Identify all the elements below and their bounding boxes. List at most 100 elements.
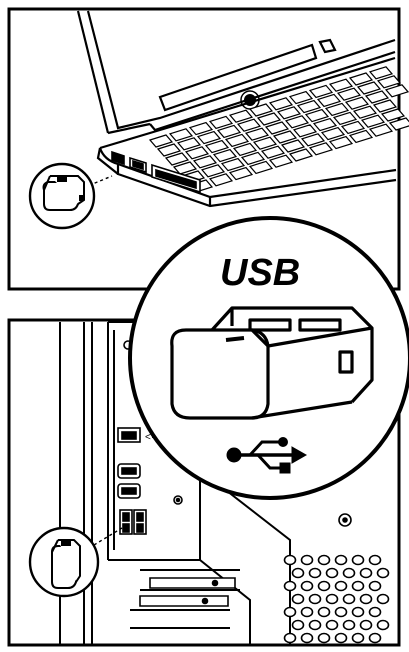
laptop-lid xyxy=(76,10,396,135)
keyboard-key xyxy=(340,120,366,135)
keyboard-key xyxy=(164,152,190,166)
keyboard-key xyxy=(148,134,174,148)
keyboard-key xyxy=(316,93,342,108)
keyboard-key xyxy=(256,112,282,126)
trackpoint-icon xyxy=(244,94,256,106)
keyboard-key xyxy=(268,154,294,168)
keyboard-key xyxy=(312,117,338,132)
keyboard-key xyxy=(332,111,358,126)
keyboard-key xyxy=(228,166,254,181)
keyboard-key xyxy=(280,139,306,153)
keyboard-key xyxy=(300,133,326,147)
keyboard-key xyxy=(368,123,394,137)
laptop-base xyxy=(96,56,397,208)
vent-hole xyxy=(359,619,373,631)
keyboard-key xyxy=(344,96,370,110)
keyboard-key xyxy=(352,105,378,119)
keyboard-key xyxy=(336,87,362,101)
vent-hole xyxy=(308,567,322,579)
keyboard-key xyxy=(204,139,230,154)
usb-trident-icon xyxy=(226,437,308,474)
keyboard-key xyxy=(156,143,182,157)
keyboard-key xyxy=(216,124,242,139)
vent-hole xyxy=(291,593,305,605)
keyboard-key xyxy=(284,115,310,129)
vent-hole xyxy=(300,554,314,566)
vent-hole xyxy=(376,619,390,631)
keyboard-key xyxy=(292,124,318,138)
usb-receiver-icon xyxy=(51,539,81,589)
vent-hole xyxy=(368,554,382,566)
keyboard-key xyxy=(328,135,354,150)
keyboard-key xyxy=(376,75,402,89)
vent-hole xyxy=(325,593,339,605)
usb-receiver-large-icon xyxy=(170,306,374,420)
keyboard-key xyxy=(192,155,218,169)
keyboard-key xyxy=(348,129,374,144)
keyboard-key xyxy=(308,142,334,156)
keyboard-key xyxy=(240,151,266,166)
vent-hole xyxy=(368,580,382,592)
keyboard-key xyxy=(308,84,334,99)
tower-vent-holes xyxy=(283,554,390,644)
keyboard-key xyxy=(324,102,350,117)
vent-hole xyxy=(308,593,322,605)
keyboard-key xyxy=(380,108,406,122)
vent-hole xyxy=(351,580,365,592)
vent-hole xyxy=(351,632,365,644)
vent-hole xyxy=(368,606,382,618)
vent-hole xyxy=(283,606,297,618)
vent-hole xyxy=(317,580,331,592)
keyboard-key xyxy=(252,136,278,150)
vent-hole xyxy=(342,593,356,605)
vent-hole xyxy=(317,606,331,618)
vent-hole xyxy=(351,554,365,566)
vent-hole xyxy=(342,567,356,579)
vent-hole xyxy=(334,554,348,566)
keyboard-key xyxy=(372,99,398,113)
keyboard-key xyxy=(268,97,294,111)
vent-hole xyxy=(376,593,390,605)
keyboard-key xyxy=(224,133,250,148)
vent-hole xyxy=(325,567,339,579)
vent-hole xyxy=(368,632,382,644)
vent-hole xyxy=(334,606,348,618)
vent-hole xyxy=(342,619,356,631)
tower-expansion-slots xyxy=(139,577,236,607)
keyboard-key xyxy=(176,137,202,151)
laptop-side-ports xyxy=(111,150,201,194)
keyboard-key xyxy=(196,130,222,145)
keyboard-key xyxy=(184,146,210,160)
usb-callout: USB xyxy=(128,216,409,500)
keyboard-key xyxy=(384,84,409,98)
keyboard-key xyxy=(388,117,409,131)
vent-hole xyxy=(291,619,305,631)
vent-hole xyxy=(359,593,373,605)
vent-hole xyxy=(325,619,339,631)
keyboard-key xyxy=(248,103,274,117)
top-panel xyxy=(7,7,409,291)
keyboard-key xyxy=(356,81,382,95)
vent-hole xyxy=(308,619,322,631)
vent-hole xyxy=(376,567,390,579)
keyboard-key xyxy=(364,90,390,104)
keyboard-key xyxy=(296,99,322,114)
keyboard-key xyxy=(172,161,198,175)
keyboard-key xyxy=(260,145,286,159)
keyboard-key xyxy=(320,126,346,141)
vent-hole xyxy=(334,632,348,644)
vent-hole xyxy=(300,606,314,618)
vent-hole xyxy=(334,580,348,592)
keyboard-key xyxy=(244,127,270,141)
keyboard-key xyxy=(288,90,314,105)
vent-hole xyxy=(317,554,331,566)
keyboard-key xyxy=(288,148,314,162)
usb-receiver-icon xyxy=(42,175,85,211)
vent-hole xyxy=(317,632,331,644)
tower-io-panel: <·> xyxy=(117,340,352,535)
keyboard-key xyxy=(232,142,258,157)
keyboard-key xyxy=(228,109,254,123)
vent-hole xyxy=(300,580,314,592)
keyboard-key xyxy=(168,128,194,142)
